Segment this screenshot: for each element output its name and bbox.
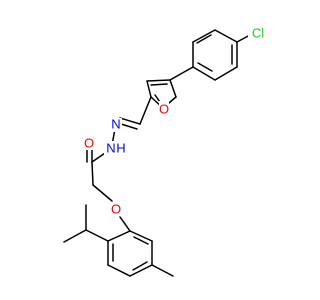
- molecule-structure: Cl O N N H O O: [63, 26, 266, 277]
- atom-o-furan: O: [159, 101, 169, 117]
- c-cl-bond: [236, 34, 251, 43]
- amide-hydrogen-label: H: [116, 141, 125, 156]
- ch2-ether-bond: [92, 184, 113, 202]
- aryl-furan-bond: [169, 66, 194, 81]
- imine-nitrogen-label: N: [111, 117, 120, 132]
- carbonyl-oxygen-label: O: [84, 136, 94, 151]
- molecule-canvas: Cl O N N H O O: [63, 26, 266, 277]
- atom-n2: N H: [104, 141, 128, 156]
- chlorine-label: Cl: [252, 26, 264, 41]
- atom-n1: N: [110, 117, 122, 132]
- methyl-bond: [151, 264, 174, 277]
- isopropyl-ch-bond: [85, 229, 109, 242]
- isopropyl-me1-bond: [63, 229, 87, 243]
- atom-o-ether: O: [110, 202, 122, 217]
- amide-nitrogen-label: N: [106, 141, 115, 156]
- atom-cl: Cl: [248, 26, 266, 42]
- furan-methine-bond: [139, 96, 152, 125]
- cresyl-ring: [107, 230, 153, 277]
- imine-bond: [119, 117, 141, 125]
- furan-ring: [146, 79, 177, 109]
- atom-o-carbonyl: O: [83, 136, 95, 151]
- carbonyl-ch2-bond: [91, 161, 94, 186]
- chlorophenyl-ring: [192, 29, 238, 81]
- ether-oxygen-label: O: [111, 202, 121, 217]
- furan-oxygen-label: O: [159, 102, 169, 117]
- ether-aryl-bond: [119, 216, 131, 232]
